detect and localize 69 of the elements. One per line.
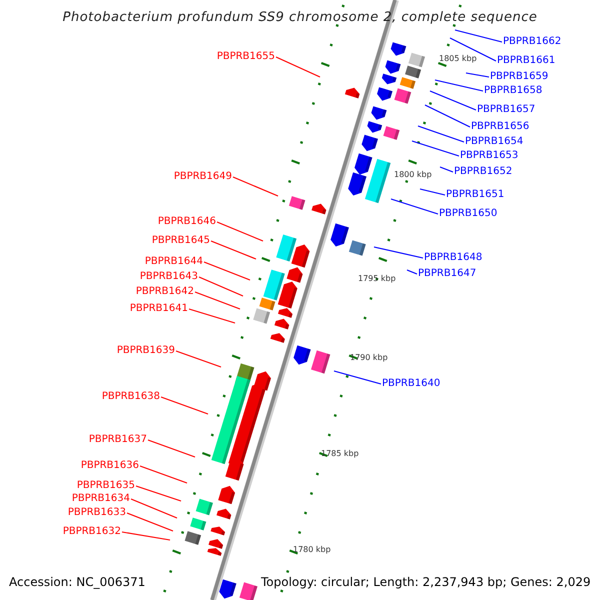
gene-label: PBPRB1643 bbox=[140, 271, 198, 283]
leader-line bbox=[434, 79, 484, 92]
leader-line bbox=[466, 72, 490, 78]
leader-line bbox=[276, 56, 320, 78]
scale-label: 1790 kbp bbox=[350, 352, 388, 364]
topology-text: Topology: circular; Length: 2,237,943 bp; Genes: 2,029 bbox=[261, 576, 591, 588]
leader-line bbox=[390, 198, 438, 215]
gene-label: PBPRB1653 bbox=[460, 150, 518, 162]
gene-label: PBPRB1634 bbox=[72, 493, 130, 505]
leader-line bbox=[216, 222, 264, 242]
gene-label: PBPRB1644 bbox=[144, 256, 203, 268]
leader-line bbox=[198, 276, 244, 296]
leader-line bbox=[160, 396, 208, 415]
accession-text: Accession: NC_006371 bbox=[9, 576, 146, 588]
map-title: Photobacterium profundum SS9 chromosome 2, complete sequence bbox=[62, 10, 538, 25]
leader-line bbox=[374, 246, 424, 259]
leader-line bbox=[430, 90, 476, 110]
gene-label: PBPRB1652 bbox=[454, 166, 512, 178]
scale-label: 1795 kbp bbox=[358, 273, 396, 285]
gene-label: PBPRB1642 bbox=[136, 286, 194, 298]
leader-line bbox=[232, 176, 278, 196]
gene-label: PBPRB1636 bbox=[80, 460, 139, 472]
gene-label: PBPRB1633 bbox=[68, 507, 126, 519]
gene-label: PBPRB1641 bbox=[130, 303, 188, 315]
gene-label: PBPRB1657 bbox=[477, 104, 536, 116]
gene-label: PBPRB1649 bbox=[174, 171, 232, 183]
leader-line bbox=[210, 240, 256, 260]
gene-label: PBPRB1635 bbox=[76, 480, 135, 492]
leader-line bbox=[424, 104, 470, 128]
leader-line bbox=[420, 188, 446, 196]
gene-label: PBPRB1637 bbox=[88, 434, 147, 446]
gene-label: PBPRB1659 bbox=[490, 71, 548, 83]
gene-label: PBPRB1661 bbox=[497, 55, 556, 67]
leader-line bbox=[122, 531, 170, 541]
gene-label: PBPRB1632 bbox=[62, 526, 121, 538]
leader-line bbox=[194, 291, 240, 310]
gene-label: PBPRB1658 bbox=[484, 85, 542, 97]
gene-label: PBPRB1654 bbox=[465, 136, 524, 148]
leader-line bbox=[204, 261, 250, 281]
scale-label: 1780 kbp bbox=[293, 544, 331, 556]
gene-label: PBPRB1645 bbox=[152, 235, 210, 247]
leader-line bbox=[412, 140, 460, 157]
leader-line bbox=[334, 370, 382, 385]
leader-line bbox=[188, 308, 236, 324]
leader-line bbox=[440, 166, 454, 173]
leader-line bbox=[454, 29, 502, 43]
gene-label: PBPRB1651 bbox=[446, 189, 504, 201]
gene-label: PBPRB1662 bbox=[503, 36, 562, 48]
leader-line bbox=[418, 125, 464, 143]
leader-line bbox=[140, 465, 188, 484]
scale-label: 1800 kbp bbox=[394, 169, 432, 181]
leader-line bbox=[148, 439, 196, 458]
gene-label: PBPRB1647 bbox=[418, 268, 476, 280]
gene-label: PBPRB1638 bbox=[102, 391, 160, 403]
leader-line bbox=[136, 485, 182, 502]
gene-label: PBPRB1640 bbox=[382, 378, 440, 390]
leader-line bbox=[126, 512, 174, 532]
gene-label: PBPRB1646 bbox=[158, 216, 216, 228]
scale-label: 1785 kbp bbox=[321, 448, 359, 460]
leader-line bbox=[130, 498, 178, 518]
gene-label: PBPRB1648 bbox=[424, 252, 482, 264]
scale-label: 1805 kbp bbox=[439, 53, 477, 65]
gene-label: PBPRB1656 bbox=[471, 121, 530, 133]
gene-label: PBPRB1639 bbox=[116, 345, 175, 357]
gene-label: PBPRB1650 bbox=[439, 208, 498, 220]
leader-line bbox=[450, 38, 496, 62]
gene-label: PBPRB1655 bbox=[216, 51, 275, 63]
leader-line bbox=[406, 269, 418, 275]
leader-line bbox=[176, 350, 222, 368]
